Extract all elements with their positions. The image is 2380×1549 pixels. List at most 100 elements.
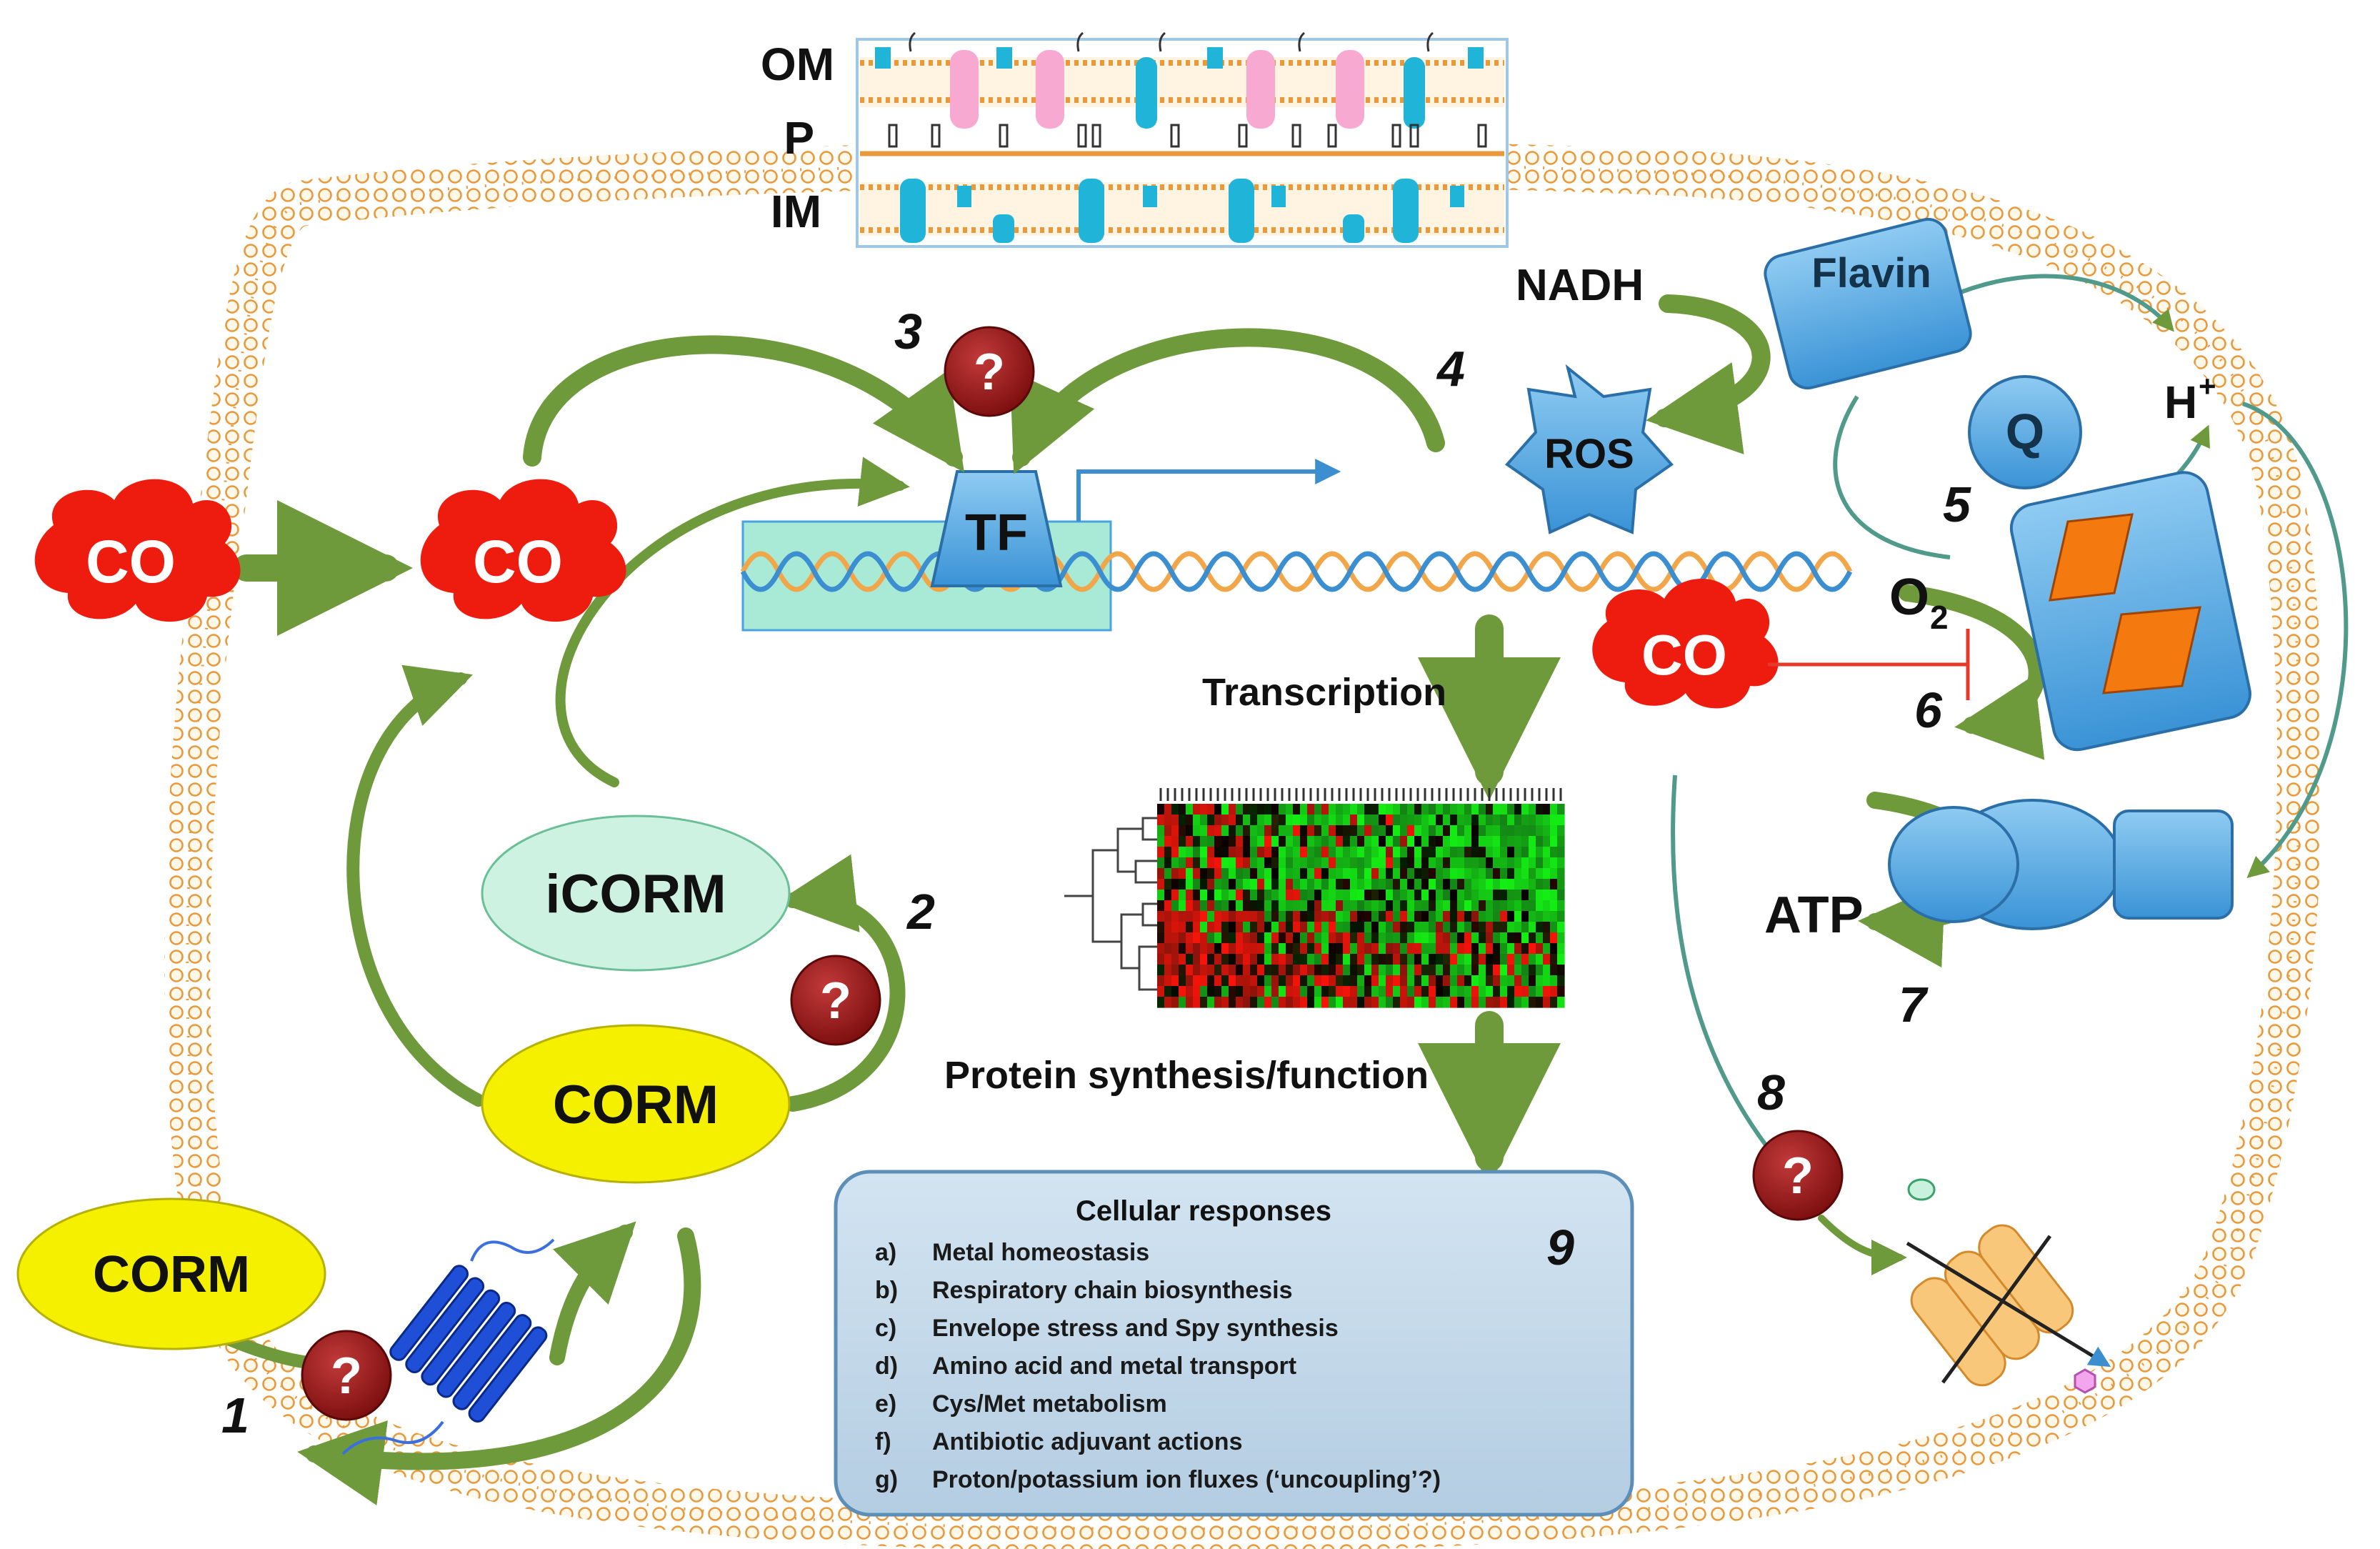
heatmap-cell bbox=[1414, 879, 1422, 890]
heatmap-cell bbox=[1329, 868, 1336, 880]
heatmap-cell bbox=[1286, 922, 1294, 933]
heatmap-cell bbox=[1214, 922, 1222, 933]
heatmap-cell bbox=[1436, 943, 1444, 955]
heatmap-cell bbox=[1343, 965, 1351, 976]
heatmap-cell bbox=[1300, 932, 1308, 944]
heatmap-cell bbox=[1336, 932, 1344, 944]
heatmap-cell bbox=[1186, 943, 1194, 955]
heatmap-cell bbox=[1329, 997, 1336, 1008]
heatmap-cell bbox=[1286, 868, 1294, 880]
heatmap-cell bbox=[1507, 965, 1515, 976]
heatmap-cell bbox=[1271, 943, 1279, 955]
heatmap-cell bbox=[1286, 932, 1294, 944]
heatmap-cell bbox=[1229, 943, 1236, 955]
heatmap-cell bbox=[1386, 986, 1394, 997]
heatmap-cell bbox=[1207, 943, 1215, 955]
heatmap-cell bbox=[1529, 975, 1536, 987]
heatmap-cell bbox=[1529, 890, 1536, 901]
heatmap-cell bbox=[1193, 932, 1201, 944]
heatmap-cell bbox=[1543, 954, 1551, 965]
heatmap-cell bbox=[1307, 986, 1315, 997]
heatmap-cell bbox=[1521, 965, 1529, 976]
heatmap-cell bbox=[1321, 997, 1329, 1008]
heatmap-cell bbox=[1529, 965, 1536, 976]
heatmap-cell bbox=[1486, 868, 1494, 880]
heatmap-cell bbox=[1264, 890, 1272, 901]
heatmap-cell bbox=[1250, 954, 1258, 965]
heatmap-cell bbox=[1493, 932, 1501, 944]
heatmap-cell bbox=[1171, 804, 1179, 815]
heatmap-cell bbox=[1557, 911, 1565, 922]
heatmap-cell bbox=[1343, 879, 1351, 890]
heatmap-cell bbox=[1321, 932, 1329, 944]
heatmap-cell bbox=[1293, 986, 1301, 997]
heatmap-cell bbox=[1471, 911, 1479, 922]
heatmap-cell bbox=[1157, 857, 1165, 869]
heatmap-cell bbox=[1279, 890, 1286, 901]
heatmap-cell bbox=[1543, 911, 1551, 922]
heatmap-cell bbox=[1207, 857, 1215, 869]
heatmap-cell bbox=[1557, 815, 1565, 826]
heatmap-cell bbox=[1179, 879, 1186, 890]
heatmap-cell bbox=[1186, 836, 1194, 847]
heatmap-cell bbox=[1507, 879, 1515, 890]
cellular-responses-box: Cellular responses a) Metal homeostasis … bbox=[834, 1170, 1634, 1517]
heatmap-cell bbox=[1357, 868, 1365, 880]
heatmap-cell bbox=[1443, 857, 1451, 869]
heatmap-cell bbox=[1529, 900, 1536, 912]
heatmap-cell bbox=[1486, 975, 1494, 987]
heatmap-cell bbox=[1250, 986, 1258, 997]
heatmap-cell bbox=[1329, 975, 1336, 987]
heatmap-cell bbox=[1357, 879, 1365, 890]
heatmap-cell bbox=[1221, 911, 1229, 922]
heatmap-cell bbox=[1550, 847, 1558, 858]
heatmap-cell bbox=[1350, 997, 1358, 1008]
heatmap-cell bbox=[1521, 890, 1529, 901]
heatmap-cell bbox=[1236, 804, 1244, 815]
heatmap-cell bbox=[1429, 815, 1436, 826]
heatmap-cell bbox=[1200, 868, 1208, 880]
heatmap-cell bbox=[1500, 900, 1508, 912]
heatmap-cell bbox=[1429, 932, 1436, 944]
heatmap-cell bbox=[1250, 815, 1258, 826]
heatmap-cell bbox=[1493, 965, 1501, 976]
heatmap-cell bbox=[1164, 900, 1172, 912]
heatmap-cell bbox=[1543, 825, 1551, 837]
heatmap-cell bbox=[1279, 943, 1286, 955]
heatmap-cell bbox=[1543, 890, 1551, 901]
heatmap-cell bbox=[1343, 922, 1351, 933]
proton-paths bbox=[1671, 274, 2349, 1188]
heatmap-cell bbox=[1164, 847, 1172, 858]
heatmap-cell bbox=[1407, 922, 1415, 933]
heatmap-cell bbox=[1157, 975, 1165, 987]
heatmap-cell bbox=[1450, 965, 1458, 976]
heatmap-cell bbox=[1236, 975, 1244, 987]
heatmap-cell bbox=[1479, 975, 1486, 987]
heatmap-cell bbox=[1300, 815, 1308, 826]
heatmap-cell bbox=[1414, 815, 1422, 826]
response-text: Cys/Met metabolism bbox=[932, 1390, 1167, 1418]
heatmap-cell bbox=[1464, 890, 1472, 901]
heatmap-cell bbox=[1500, 879, 1508, 890]
heatmap-cell bbox=[1521, 847, 1529, 858]
heatmap-cell bbox=[1507, 911, 1515, 922]
heatmap-cell bbox=[1214, 815, 1222, 826]
heatmap-cell bbox=[1386, 922, 1394, 933]
heatmap-cell bbox=[1364, 857, 1372, 869]
heatmap-cell bbox=[1264, 911, 1272, 922]
heatmap-cell bbox=[1486, 890, 1494, 901]
heatmap-cell bbox=[1321, 965, 1329, 976]
heatmap-cell bbox=[1193, 900, 1201, 912]
heatmap-cell bbox=[1429, 997, 1436, 1008]
heatmap-cell bbox=[1279, 879, 1286, 890]
heatmap-cell bbox=[1164, 890, 1172, 901]
heatmap-cell bbox=[1307, 975, 1315, 987]
heatmap-cell bbox=[1293, 868, 1301, 880]
heatmap-cell bbox=[1186, 965, 1194, 976]
heatmap-cell bbox=[1264, 868, 1272, 880]
heatmap-cell bbox=[1229, 986, 1236, 997]
heatmap-cell bbox=[1343, 804, 1351, 815]
heatmap-cell bbox=[1429, 954, 1436, 965]
heatmap-cell bbox=[1500, 965, 1508, 976]
heatmap-cell bbox=[1450, 890, 1458, 901]
